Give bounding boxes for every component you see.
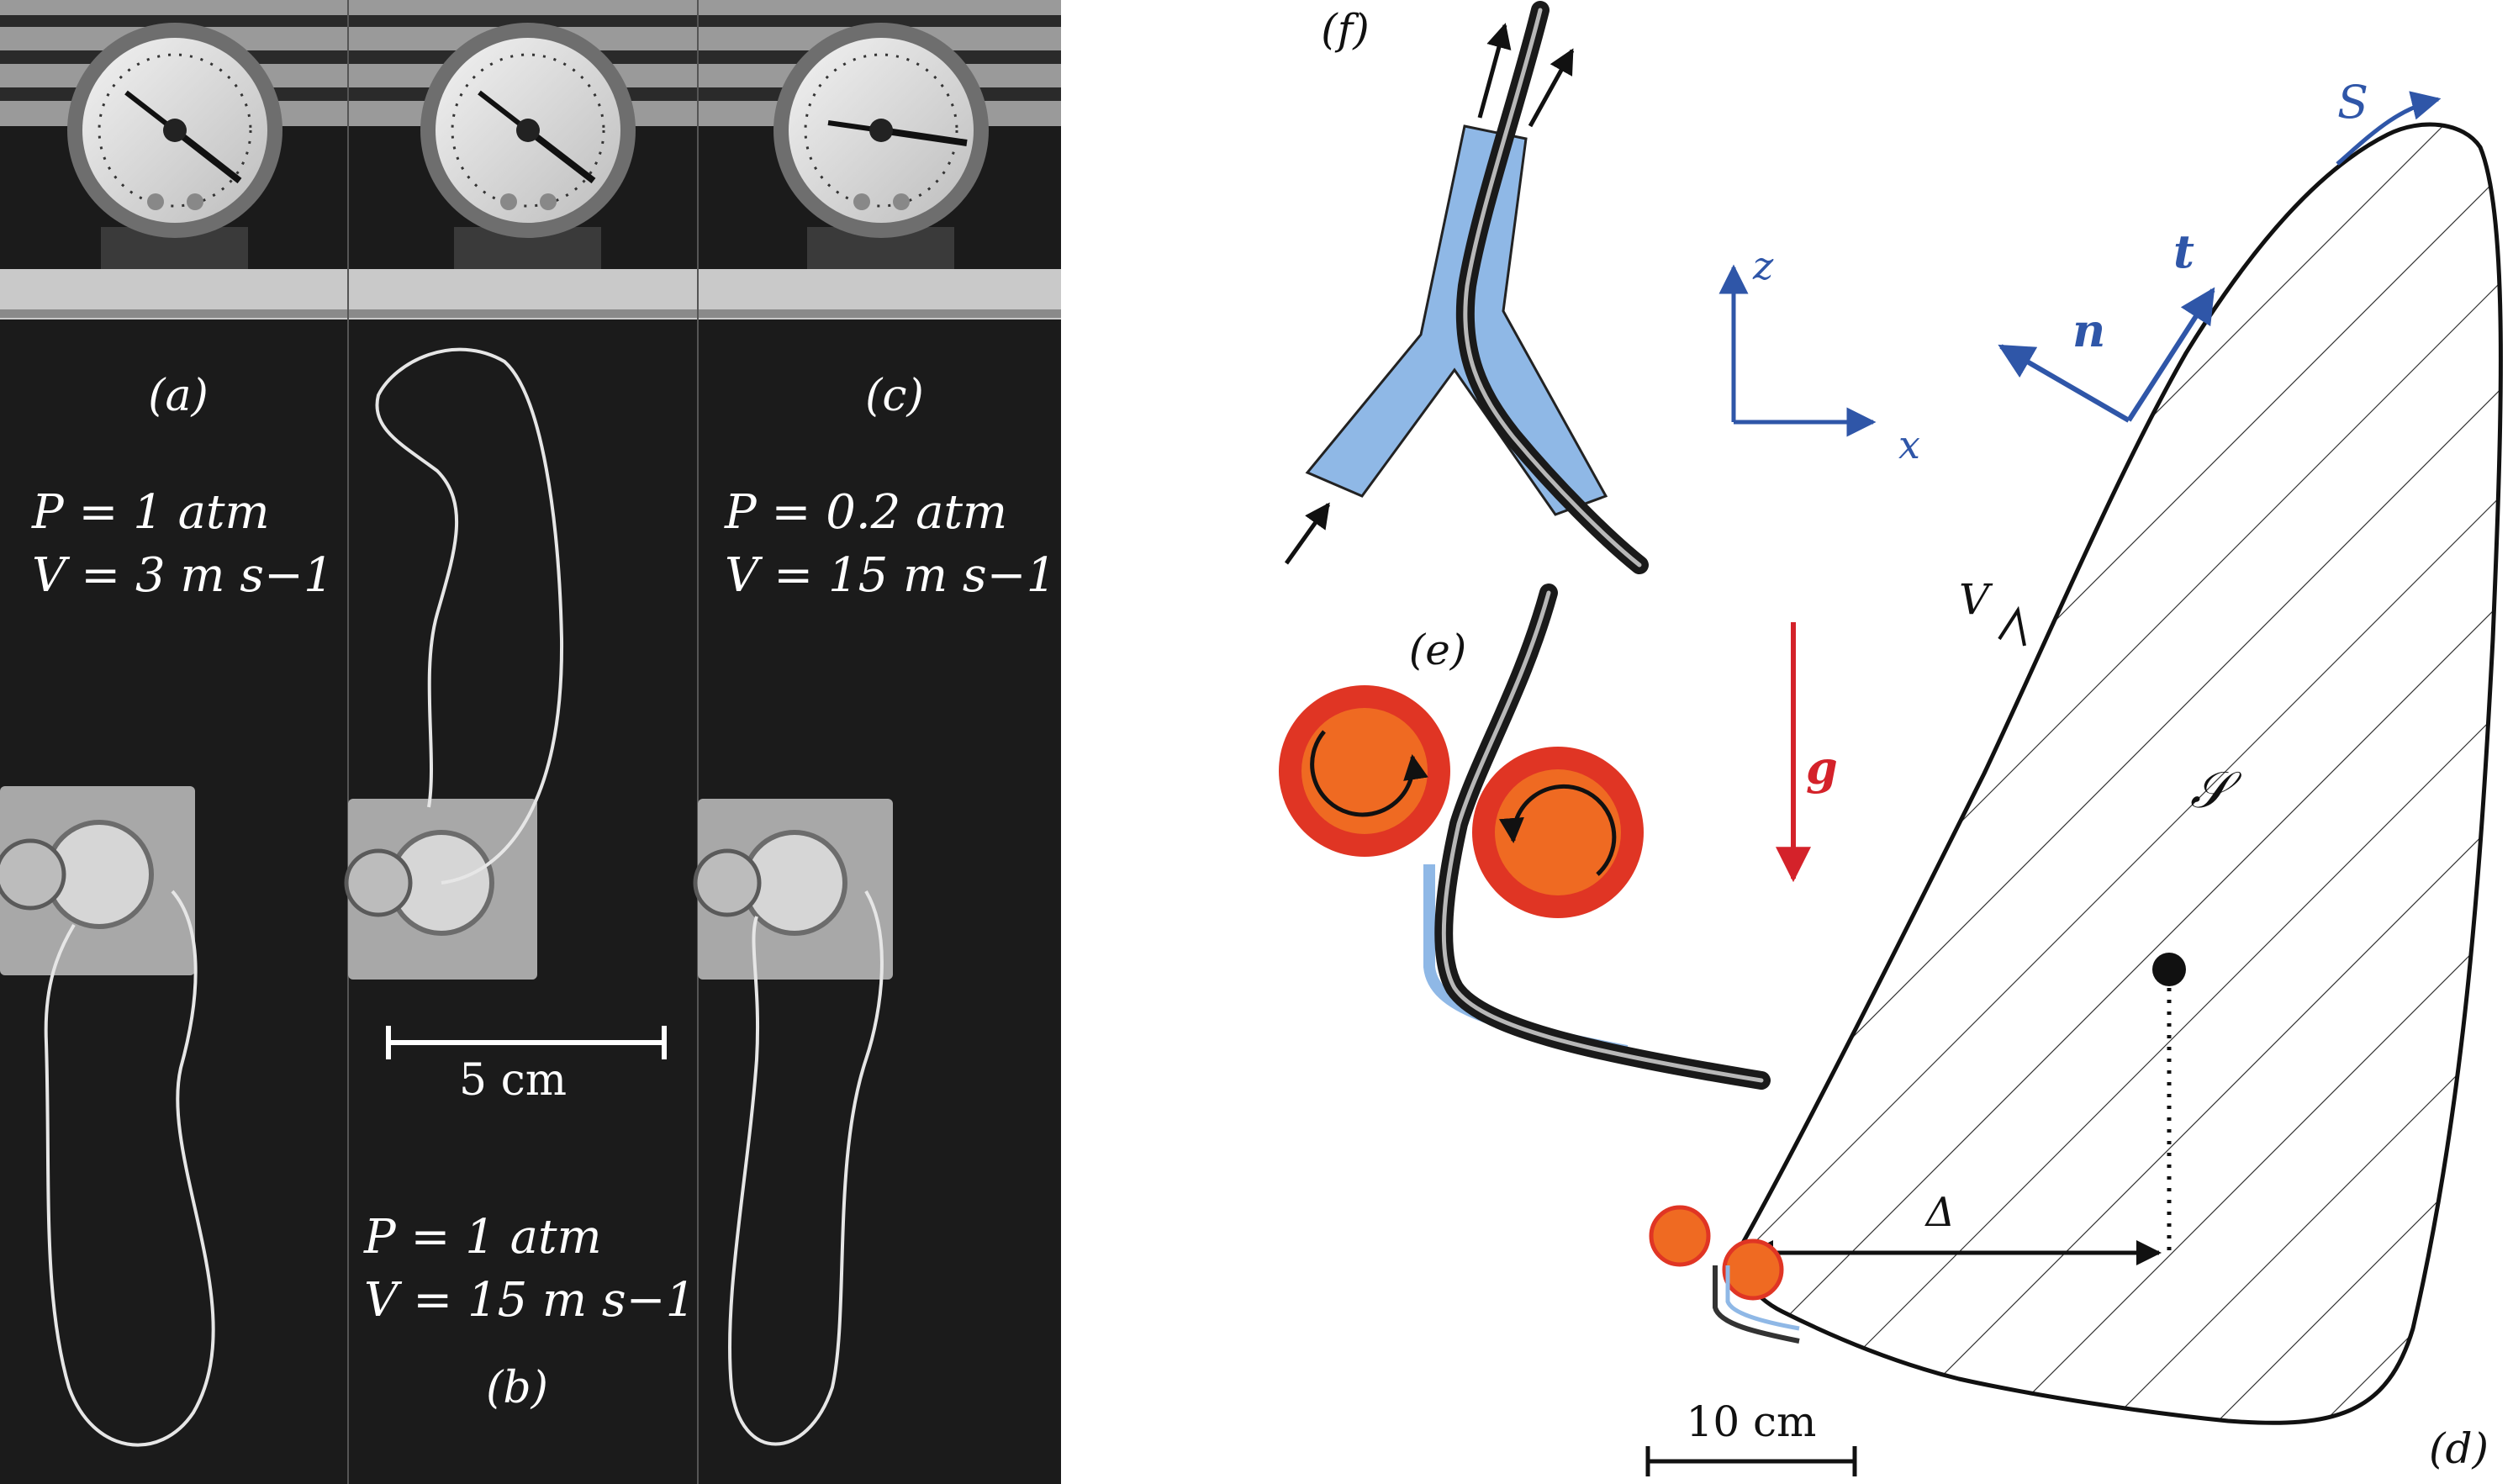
panel-c-pressure: P = 0.2 atm bbox=[724, 485, 1007, 540]
tangent-vector bbox=[2126, 287, 2215, 422]
panel-c-velocity: V = 15 m s−1 bbox=[725, 548, 1056, 603]
panel-a-label: (a) bbox=[148, 371, 209, 421]
roller-detail-e: (e) bbox=[1279, 584, 1771, 1090]
photo-strip: (a) P = 1 atm V = 3 m s−1 (c) P = 0.2 at… bbox=[0, 0, 1061, 1484]
schematic-scale-bar bbox=[1645, 1446, 1857, 1476]
air-outlet-arrow-2 bbox=[1528, 48, 1575, 128]
centroid-dot bbox=[2152, 953, 2186, 986]
normal-vector bbox=[1998, 344, 2130, 423]
launch-guide bbox=[1713, 1265, 1800, 1344]
panel-f-label: (f) bbox=[1321, 5, 1370, 54]
arc-length-arrow bbox=[2336, 91, 2442, 166]
roller-left-rotation bbox=[1310, 730, 1428, 817]
launch-wheel-right bbox=[1722, 1238, 1784, 1301]
launcher-block-b bbox=[344, 799, 537, 980]
launch-wheel-left bbox=[1649, 1205, 1711, 1267]
normal-label: n bbox=[2072, 304, 2105, 357]
air-inlet-arrow bbox=[1284, 502, 1331, 565]
z-axis-label: z bbox=[1752, 243, 1774, 288]
panel-c-label: (c) bbox=[865, 371, 924, 421]
panel-b-pressure: P = 1 atm bbox=[363, 1210, 602, 1265]
offset-label: Δ bbox=[1924, 1189, 1956, 1236]
tangent-label: t bbox=[2173, 224, 2194, 278]
string-loop-c bbox=[727, 890, 884, 1446]
launcher-block-c bbox=[693, 799, 893, 980]
velocity-marker bbox=[1998, 605, 2026, 647]
panel-b-label: (b) bbox=[486, 1363, 548, 1413]
schematic-scale-label: 10 cm bbox=[1687, 1397, 1817, 1446]
panel-a-velocity: V = 3 m s−1 bbox=[32, 548, 334, 603]
loop-shape-d bbox=[1739, 122, 2503, 1425]
launcher-block-a bbox=[0, 786, 195, 975]
gravity-label: g bbox=[1806, 741, 1838, 795]
panel-a-pressure: P = 1 atm bbox=[31, 485, 270, 540]
air-outlet-arrow-1 bbox=[1477, 23, 1512, 119]
photo-scale-label: 5 cm bbox=[459, 1055, 567, 1106]
velocity-label: V bbox=[1959, 575, 1993, 624]
arc-length-label: S bbox=[2337, 76, 2368, 129]
nozzle-detail-f: (f) bbox=[1284, 1, 1649, 574]
string-loop-b bbox=[375, 347, 564, 885]
hatched-region bbox=[1739, 122, 2503, 1425]
x-axis-label: x bbox=[1898, 422, 1920, 467]
panel-e-label: (e) bbox=[1409, 626, 1467, 674]
panel-b-velocity: V = 15 m s−1 bbox=[364, 1273, 695, 1328]
photo-scale-bar bbox=[386, 1026, 667, 1059]
roller-right-rotation bbox=[1499, 784, 1617, 876]
panel-d-label: (d) bbox=[2429, 1424, 2489, 1473]
pressure-gauge-a bbox=[67, 23, 282, 269]
pressure-gauge-b bbox=[420, 23, 636, 269]
string-loop-a bbox=[44, 890, 215, 1447]
pressure-gauge-c bbox=[773, 23, 989, 269]
